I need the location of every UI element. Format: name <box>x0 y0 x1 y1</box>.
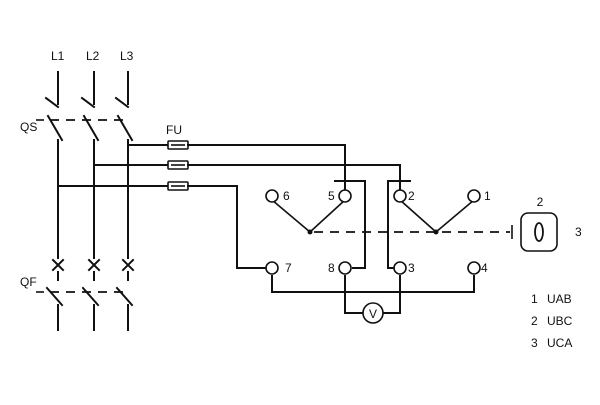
contact-arm-left-deck <box>271 199 346 235</box>
terminal-8 <box>338 261 352 275</box>
wire-5-to-8 <box>334 180 366 269</box>
terminal-6-label: 6 <box>283 189 290 203</box>
terminal-1-label: 1 <box>484 189 491 203</box>
voltmeter <box>362 302 384 324</box>
fuse-bottom <box>167 181 189 191</box>
contact-arm-right-deck <box>399 199 475 235</box>
terminal-5 <box>338 189 352 203</box>
terminal-7-label: 7 <box>285 261 292 275</box>
terminal-5-label: 5 <box>328 189 335 203</box>
wire-8-to-voltmeter <box>344 275 363 314</box>
wire-2-to-3 <box>387 180 411 269</box>
terminal-1 <box>467 189 481 203</box>
terminal-6 <box>265 189 279 203</box>
bus-7-to-4 <box>271 275 475 293</box>
legend-num-1: 1 <box>531 292 538 306</box>
legend-num-3: 3 <box>531 336 538 350</box>
terminal-2 <box>393 189 407 203</box>
terminal-4-label: 4 <box>481 261 488 275</box>
legend-text-1: UAB <box>547 292 572 306</box>
wire-3-to-voltmeter <box>383 275 401 314</box>
terminal-3 <box>393 261 407 275</box>
terminal-8-label: 8 <box>328 261 335 275</box>
terminal-7 <box>265 261 279 275</box>
voltmeter-label: V <box>369 307 377 321</box>
wire-to-terminal-2 <box>187 164 401 193</box>
legend-text-2: UBC <box>547 314 573 328</box>
fuse-middle <box>167 160 189 170</box>
legend: 1 UAB 2 UBC 3 UCA <box>531 292 573 350</box>
label-L3: L3 <box>120 49 134 63</box>
label-L2: L2 <box>86 49 100 63</box>
label-QF: QF <box>20 275 37 289</box>
legend-text-3: UCA <box>547 336 572 350</box>
label-FU: FU <box>166 123 182 137</box>
label-L1: L1 <box>51 49 65 63</box>
selector-handle-icon <box>534 222 544 242</box>
terminal-4 <box>467 261 481 275</box>
terminal-3-label: 3 <box>408 261 415 275</box>
label-QS: QS <box>20 120 37 134</box>
wire-to-terminal-7 <box>187 185 267 269</box>
fuse-top <box>167 140 189 150</box>
terminal-2-label: 2 <box>408 189 415 203</box>
selector-position-2: 2 <box>537 195 544 209</box>
legend-num-2: 2 <box>531 314 538 328</box>
selector-position-3: 3 <box>575 225 582 239</box>
wire-to-terminal-5 <box>187 144 346 193</box>
